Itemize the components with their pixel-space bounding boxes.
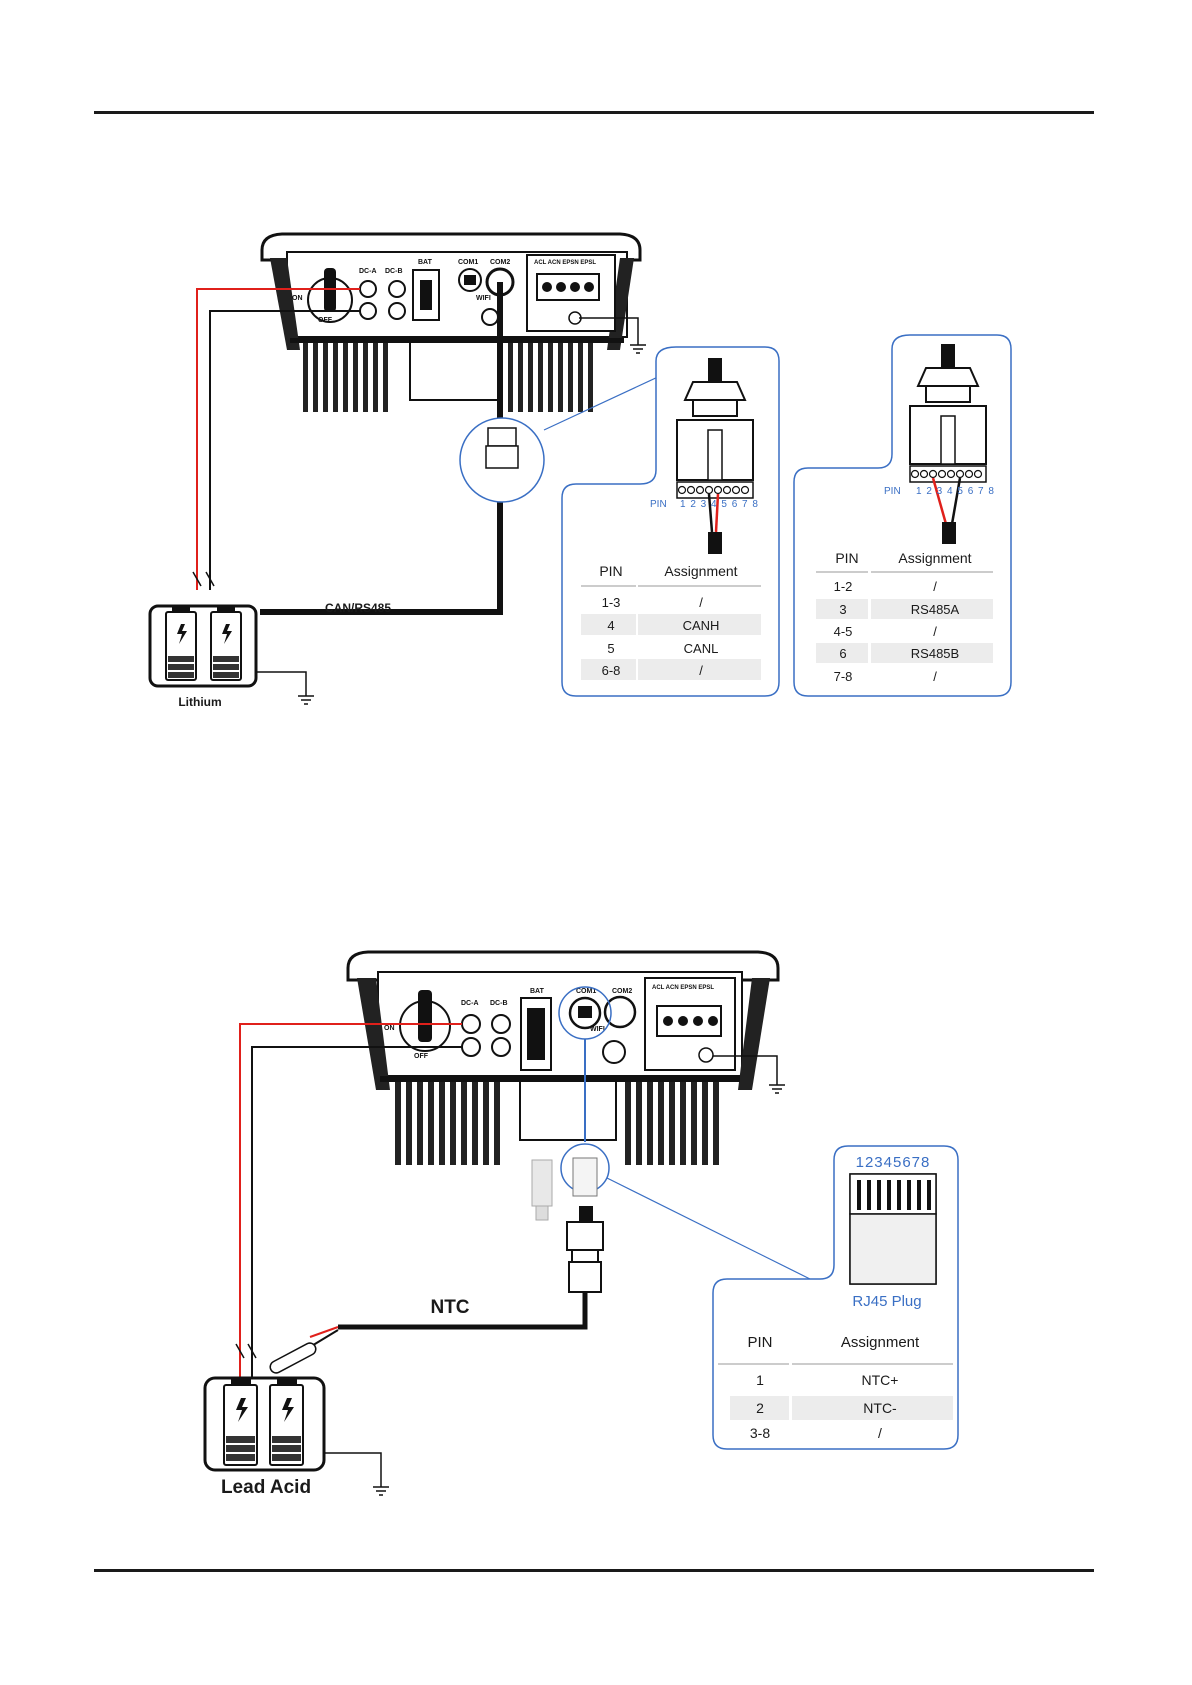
rs485-pin-label: PIN <box>884 486 901 497</box>
rs485-row-2-assignment: RS485A <box>911 602 960 617</box>
can-row-3-assignment: CANL <box>684 641 719 656</box>
rs485-row-2-pin: 3 <box>839 602 846 617</box>
rs485-row-1-pin: 1-2 <box>834 579 853 594</box>
com1-label-2: COM1 <box>576 988 596 995</box>
rs485-pinout-panel: PIN 1 2 3 4 5 6 7 8 PIN Assignment 1-2 /… <box>793 334 1012 697</box>
rs485-row-5-pin: 7-8 <box>834 669 853 684</box>
ac-terminal-label-2: ACL ACN EPSN EPSL <box>652 985 714 991</box>
dc-b-label: DC-B <box>385 268 403 275</box>
inverter-lithium: ON OFF DC-A DC-B BAT COM1 COM2 WIFI ACL … <box>260 232 646 412</box>
footer-rule <box>94 1569 1094 1572</box>
rs485-row-1-assignment: / <box>933 579 937 594</box>
wifi-label: WIFI <box>476 295 491 302</box>
lead-acid-battery-label: Lead Acid <box>221 1477 311 1498</box>
on-label-2: ON <box>384 1025 395 1032</box>
ntc-row-2-pin: 2 <box>756 1400 764 1416</box>
header-rule <box>94 111 1094 114</box>
ntc-cable-label: NTC <box>430 1297 469 1318</box>
bat-label: BAT <box>418 259 433 266</box>
com2-label: COM2 <box>490 259 510 266</box>
lead-acid-battery: Lead Acid <box>203 1376 389 1498</box>
bat-label-2: BAT <box>530 988 545 995</box>
rs485-header-assignment: Assignment <box>898 550 971 566</box>
rs485-header-pin: PIN <box>835 550 858 566</box>
com1-label: COM1 <box>458 259 478 266</box>
can-row-3-pin: 5 <box>607 641 614 656</box>
can-header-pin: PIN <box>599 563 622 579</box>
rj45-plug-caption: RJ45 Plug <box>852 1293 921 1310</box>
rs485-row-3-pin: 4-5 <box>834 624 853 639</box>
ntc-row-2-assignment: NTC- <box>863 1400 897 1416</box>
on-label: ON <box>292 295 303 302</box>
lead-acid-diagram: ON OFF DC-A DC-B BAT COM1 COM2 WIFI ACL … <box>203 950 959 1498</box>
off-label: OFF <box>318 317 333 324</box>
lithium-battery: Lithium <box>148 604 314 709</box>
rs485-row-3-assignment: / <box>933 624 937 639</box>
wifi-label-2: WIFI <box>590 1026 605 1033</box>
rs485-row-5-assignment: / <box>933 669 937 684</box>
ntc-row-1-pin: 1 <box>756 1372 764 1388</box>
ntc-row-3-assignment: / <box>878 1425 882 1441</box>
inverter-lead-acid: ON OFF DC-A DC-B BAT COM1 COM2 WIFI ACL … <box>346 950 785 1165</box>
com2-label-2: COM2 <box>612 988 632 995</box>
ntc-row-3-pin: 3-8 <box>750 1425 770 1441</box>
ntc-header-assignment: Assignment <box>841 1334 920 1351</box>
dc-a-label-2: DC-A <box>461 1000 479 1007</box>
off-label-2: OFF <box>414 1053 429 1060</box>
rj45-pin-numbers: 12345678 <box>856 1154 931 1171</box>
can-pin-numbers: 1 2 3 4 5 6 7 8 <box>680 499 759 510</box>
lithium-diagram: ON OFF DC-A DC-B BAT COM1 COM2 WIFI ACL … <box>148 232 1012 709</box>
ntc-row-1-assignment: NTC+ <box>862 1372 899 1388</box>
can-row-1-assignment: / <box>699 595 703 610</box>
can-row-2-assignment: CANH <box>683 618 720 633</box>
can-pinout-panel: PIN 1 2 3 4 5 6 7 8 PIN Assignment 1-3 /… <box>561 346 780 697</box>
can-rs485-cable-label: CAN/RS485 <box>325 601 391 615</box>
can-row-2-pin: 4 <box>607 618 614 633</box>
dc-b-label-2: DC-B <box>490 1000 508 1007</box>
lithium-battery-label: Lithium <box>178 695 221 709</box>
dc-a-label: DC-A <box>359 268 377 275</box>
ntc-pinout-panel: 12345678 RJ45 Plug PIN Assignment 1 NTC+… <box>712 1145 959 1450</box>
can-row-4-assignment: / <box>699 663 703 678</box>
rs485-pin-numbers: 1 2 3 4 5 6 7 8 <box>916 486 995 497</box>
can-header-assignment: Assignment <box>664 563 737 579</box>
rs485-row-4-assignment: RS485B <box>911 646 959 661</box>
can-row-4-pin: 6-8 <box>602 663 621 678</box>
rs485-row-4-pin: 6 <box>839 646 846 661</box>
ntc-header-pin: PIN <box>747 1334 772 1351</box>
can-pin-label: PIN <box>650 499 667 510</box>
ac-terminal-label: ACL ACN EPSN EPSL <box>534 260 596 266</box>
can-row-1-pin: 1-3 <box>602 595 621 610</box>
